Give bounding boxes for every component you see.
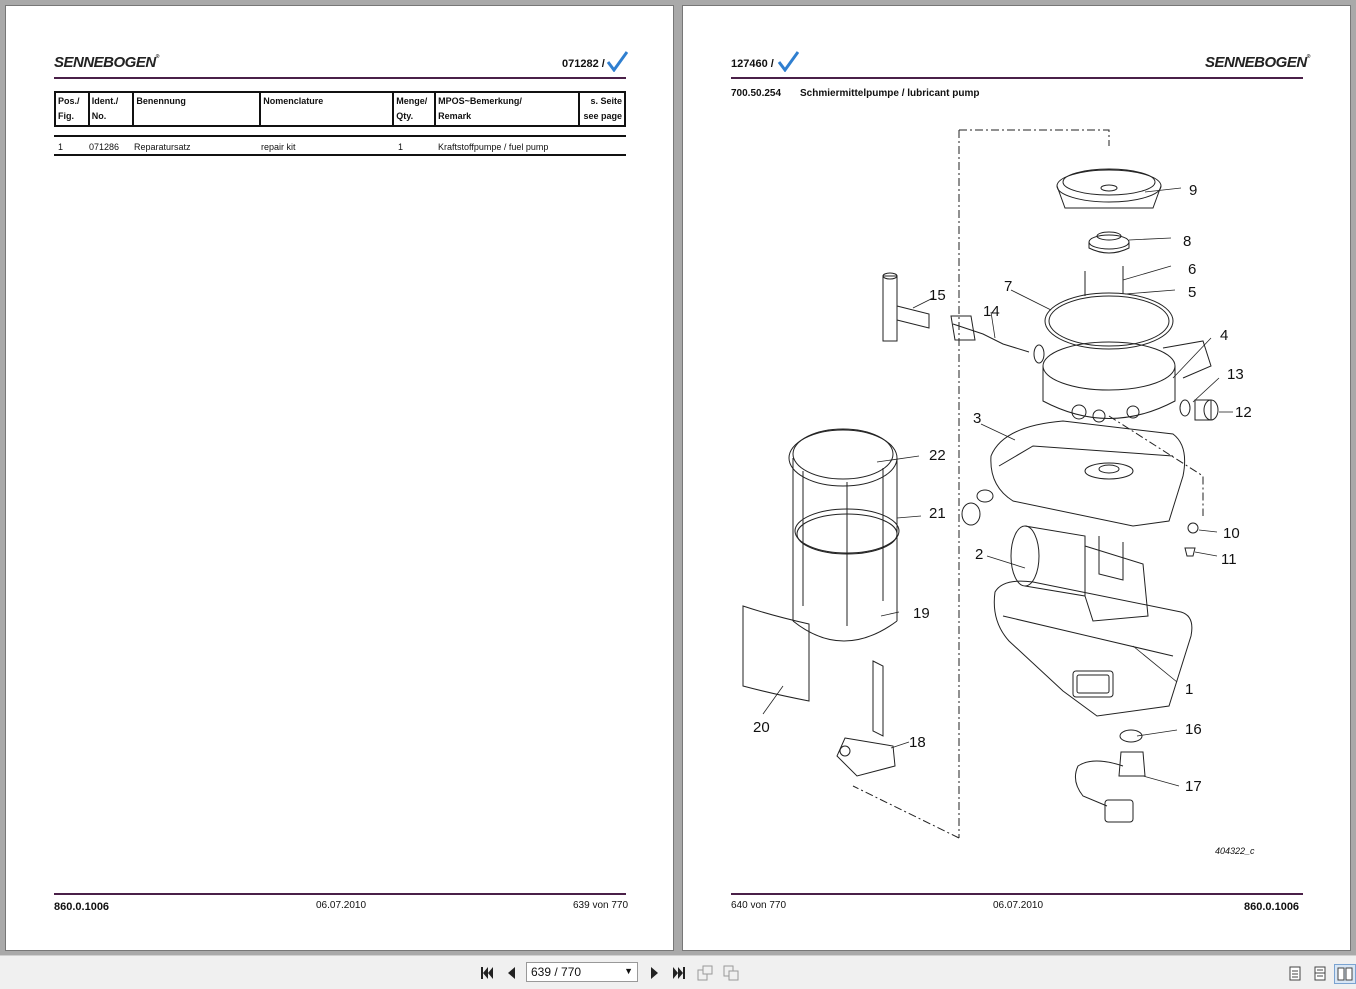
- layout-icon[interactable]: [722, 964, 740, 982]
- table-bottom: [54, 154, 626, 156]
- first-page-icon[interactable]: [478, 964, 496, 982]
- callout-1: 1: [1185, 681, 1193, 698]
- row-benennung: Reparatursatz: [134, 142, 191, 152]
- table-divider: [54, 135, 626, 137]
- assembly-number: 700.50.254: [731, 88, 782, 99]
- row-qty: 1: [398, 142, 404, 152]
- footer-rule: [54, 893, 626, 895]
- callout-3: 3: [973, 410, 981, 427]
- callout-14: 14: [983, 303, 1000, 320]
- callout-8: 8: [1183, 233, 1191, 250]
- check-icon: [777, 51, 799, 72]
- callout-17: 17: [1185, 778, 1202, 795]
- callout-13: 13: [1227, 366, 1244, 383]
- footer-date: 06.07.2010: [316, 900, 367, 911]
- col-nomenclature: Nomenclature: [259, 91, 395, 127]
- part-number: 127460 /: [731, 58, 774, 70]
- row-ident: 071286: [89, 142, 120, 152]
- footer-rule: [731, 893, 1303, 895]
- check-icon: [606, 51, 628, 72]
- col-remark: MPOS~Bemerkung/Remark: [434, 91, 581, 127]
- chevron-down-icon[interactable]: ▼: [624, 966, 633, 976]
- callout-2: 2: [975, 546, 983, 563]
- exploded-parts-drawing: 9 8 6 5 7 4 13 12 3 10 11 2 1 16 17 15 1…: [742, 129, 1255, 856]
- prev-page-icon[interactable]: [502, 964, 520, 982]
- page-count: 640 von 770: [731, 900, 787, 911]
- footer-date: 06.07.2010: [993, 900, 1044, 911]
- callout-11: 11: [1221, 551, 1237, 568]
- callout-10: 10: [1223, 525, 1240, 542]
- viewer-toolbar: 639 / 770 ▼: [0, 955, 1356, 989]
- sennebogen-logo: SENNEBOGEN®: [54, 54, 159, 71]
- header-rule: [731, 77, 1303, 79]
- callout-12: 12: [1235, 404, 1252, 421]
- callout-16: 16: [1185, 721, 1202, 738]
- callout-7: 7: [1004, 278, 1012, 295]
- rotate-icon[interactable]: [696, 964, 714, 982]
- callout-18: 18: [909, 734, 926, 751]
- header-rule: [54, 77, 626, 79]
- col-qty: Menge/Qty.: [392, 91, 437, 127]
- callout-19: 19: [913, 605, 930, 622]
- doc-number: 860.0.1006: [1244, 901, 1300, 913]
- two-page-icon[interactable]: [1334, 964, 1356, 984]
- page-count: 639 von 770: [573, 900, 629, 911]
- continuous-page-icon[interactable]: [1311, 964, 1329, 982]
- callout-21: 21: [929, 505, 946, 522]
- col-ident: Ident./No.: [87, 91, 135, 127]
- part-number: 071282 /: [562, 58, 605, 70]
- row-nomenclature: repair kit: [261, 142, 296, 152]
- callout-6: 6: [1188, 261, 1196, 278]
- right-page: 127460 / SENNEBOGEN® 700.50.254 Schmierm…: [682, 5, 1351, 951]
- callout-9: 9: [1189, 182, 1197, 199]
- col-pos: Pos./Fig.: [54, 91, 90, 127]
- callout-22: 22: [929, 447, 946, 464]
- callout-15: 15: [929, 287, 946, 304]
- next-page-icon[interactable]: [646, 964, 664, 982]
- left-page: SENNEBOGEN® 071282 / Pos./Fig. Ident./No…: [5, 5, 674, 951]
- row-remark: Kraftstoffpumpe / fuel pump: [438, 142, 549, 152]
- row-pos: 1: [58, 142, 64, 152]
- single-page-icon[interactable]: [1286, 964, 1304, 982]
- callout-4: 4: [1220, 327, 1228, 344]
- page-number-field[interactable]: 639 / 770 ▼: [526, 962, 638, 982]
- sennebogen-logo: SENNEBOGEN®: [1205, 54, 1310, 71]
- callout-5: 5: [1188, 284, 1196, 301]
- callout-20: 20: [753, 719, 770, 736]
- doc-number: 860.0.1006: [54, 901, 110, 913]
- col-benennung: Benennung: [132, 91, 262, 127]
- assembly-title: Schmiermittelpumpe / lubricant pump: [800, 88, 980, 99]
- drawing-ref: 404322_c: [1215, 846, 1255, 856]
- last-page-icon[interactable]: [670, 964, 688, 982]
- parts-table-header: Pos./Fig. Ident./No. Benennung Nomenclat…: [54, 91, 626, 127]
